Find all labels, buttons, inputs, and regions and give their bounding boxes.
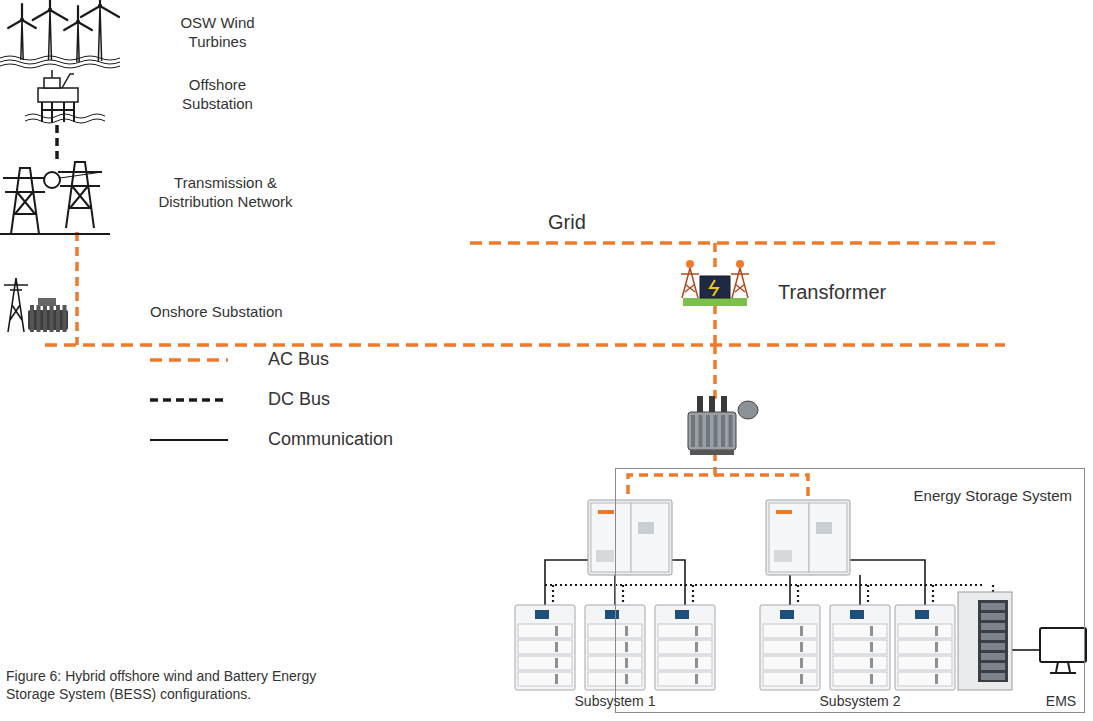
grid-transformer-icon xyxy=(681,260,749,306)
subsystem-label: Subsystem 2 xyxy=(800,693,920,711)
storage-system-box: Energy Storage System xyxy=(615,468,1085,713)
component-label: OSW Wind Turbines xyxy=(160,14,275,52)
transmission-towers-icon xyxy=(0,162,110,234)
legend-sample xyxy=(150,439,228,441)
ac-bus xyxy=(628,452,715,500)
communication-line xyxy=(848,560,925,605)
ac-bus xyxy=(713,345,717,400)
dc-wiring xyxy=(867,585,869,605)
dc-wiring xyxy=(622,585,624,605)
wind-turbines-icon xyxy=(0,0,120,68)
legend-text: AC Bus xyxy=(268,348,329,371)
dc-wiring xyxy=(545,584,985,586)
legend-text: DC Bus xyxy=(268,388,330,411)
onshore-substation-icon xyxy=(4,278,68,332)
ac-bus xyxy=(45,343,1005,347)
ac-bus xyxy=(713,243,717,268)
battery-rack-icon xyxy=(895,605,955,690)
inverter-icon xyxy=(766,500,850,575)
communication-line xyxy=(1012,649,1040,651)
ems-computer-icon xyxy=(1040,628,1086,673)
legend-sample xyxy=(150,398,228,402)
battery-rack-icon xyxy=(760,605,820,690)
dc-wiring xyxy=(552,585,554,605)
bess-transformer-icon xyxy=(688,396,758,455)
bus-label: Grid xyxy=(548,210,608,235)
ac-bus xyxy=(470,241,1000,245)
dc-bus xyxy=(55,125,59,162)
inverter-icon xyxy=(588,500,672,575)
component-label: Transformer xyxy=(778,280,918,305)
ac-bus xyxy=(713,305,717,345)
figure-caption: Figure 6: Hybrid offshore wind and Batte… xyxy=(6,668,336,703)
ac-bus xyxy=(75,232,79,345)
component-label: Onshore Substation xyxy=(150,303,350,322)
communication-line xyxy=(545,560,590,605)
box-title: Energy Storage System xyxy=(914,487,1072,506)
dc-wiring xyxy=(797,585,799,605)
component-label: Offshore Substation xyxy=(160,76,275,114)
legend-sample xyxy=(150,358,228,362)
battery-rack-icon xyxy=(655,605,715,690)
communication-line xyxy=(859,575,861,605)
legend-text: Communication xyxy=(268,428,393,451)
subsystem-label: Subsystem 1 xyxy=(555,693,675,711)
battery-rack-icon xyxy=(830,605,890,690)
ac-bus xyxy=(715,475,808,500)
battery-rack-icon xyxy=(515,605,575,690)
component-label: EMS xyxy=(1033,693,1089,711)
dc-wiring xyxy=(932,585,934,605)
component-label: Transmission & Distribution Network xyxy=(158,174,293,212)
offshore-substation-icon xyxy=(25,70,105,123)
control-cabinet-icon xyxy=(958,592,1012,690)
dc-wiring xyxy=(692,585,694,605)
